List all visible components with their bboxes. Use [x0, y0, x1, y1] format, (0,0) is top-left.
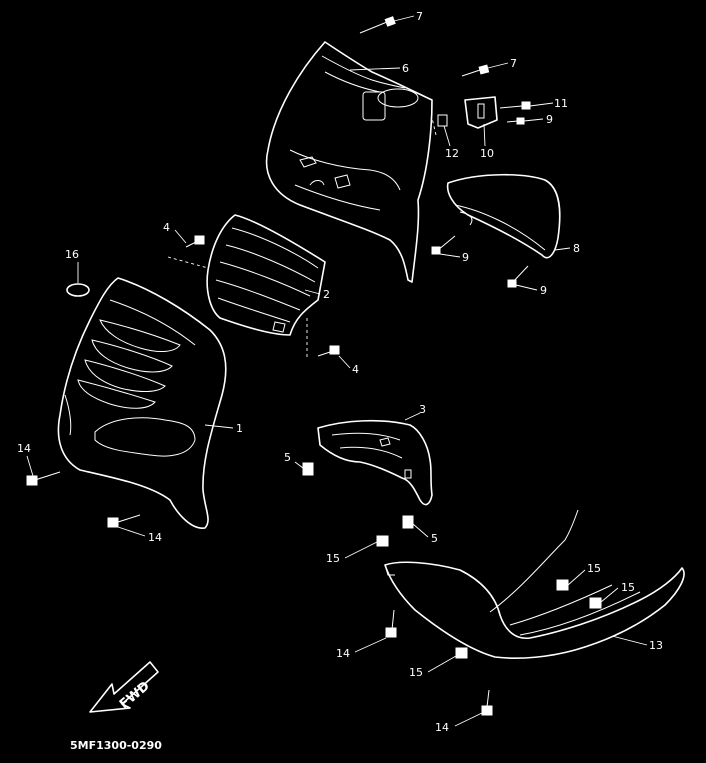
callout-4-upper: 4: [163, 221, 170, 234]
callout-15-left: 15: [326, 552, 340, 565]
callout-15-right-a: 15: [587, 562, 601, 575]
callout-7-second: 7: [510, 57, 517, 70]
callout-11: 11: [554, 97, 568, 110]
part-16-cap: [66, 283, 90, 297]
callout-labels: 7 6 7 11 9 12 10 8 9 9 4 16 2 4 1 3 14 5…: [17, 10, 663, 734]
part-10-bracket: [437, 96, 498, 129]
callout-2: 2: [323, 288, 330, 301]
callout-16: 16: [65, 248, 79, 261]
callout-14-lower-left: 14: [336, 647, 350, 660]
part-3-inner-bracket: [317, 419, 433, 506]
callout-6: 6: [402, 62, 409, 75]
part-8-side-cover: [446, 173, 561, 259]
part-6-upper-cover: [265, 41, 433, 283]
callout-9-middle: 9: [462, 251, 469, 264]
callout-13: 13: [649, 639, 663, 652]
callout-7-top: 7: [416, 10, 423, 23]
callout-5-right: 5: [431, 532, 438, 545]
leader-lines: [26, 15, 648, 727]
diagram-code: 5MF1300-0290: [70, 739, 162, 752]
part-13-floor-panel: [384, 509, 685, 659]
fwd-label: FWD: [117, 679, 153, 712]
callout-1: 1: [236, 422, 243, 435]
callout-14-bottom: 14: [435, 721, 449, 734]
part-2-grille: [206, 214, 326, 336]
callout-14-left: 14: [17, 442, 31, 455]
fasteners: [26, 16, 602, 716]
callout-3: 3: [419, 403, 426, 416]
callout-4-lower: 4: [352, 363, 359, 376]
callout-5-left: 5: [284, 451, 291, 464]
callout-8: 8: [573, 242, 580, 255]
fwd-arrow-icon: FWD: [89, 661, 159, 713]
callout-9-lower: 9: [540, 284, 547, 297]
callout-10: 10: [480, 147, 494, 160]
callout-15-lower: 15: [409, 666, 423, 679]
callout-9-upper: 9: [546, 113, 553, 126]
callout-12: 12: [445, 147, 459, 160]
part-1-front-shield: [57, 277, 227, 529]
callout-14-middle: 14: [148, 531, 162, 544]
callout-15-right-b: 15: [621, 581, 635, 594]
